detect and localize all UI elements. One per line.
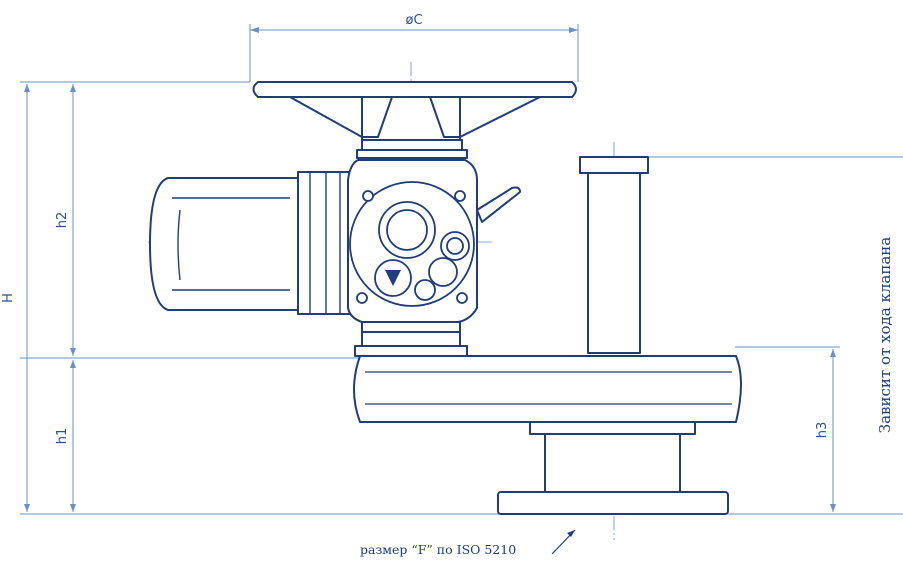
handwheel-rim: [252, 81, 577, 98]
output-stem: [587, 172, 641, 354]
gearbox-body: [353, 355, 742, 423]
motor-flange: [297, 171, 357, 315]
height-gearbox-label: h3: [815, 422, 830, 439]
motor-body: [149, 177, 299, 311]
height-upper-label: h2: [55, 212, 70, 229]
diameter-label: øC: [405, 13, 422, 28]
output-stem-cap: [579, 156, 649, 174]
height-total-label: H: [1, 293, 16, 303]
flange-size-note: размер “F” по ISO 5210: [360, 542, 516, 557]
handwheel-hub: [289, 96, 541, 141]
control-knob-lower: [428, 257, 458, 287]
output-flange: [497, 491, 729, 515]
height-lower-label: h1: [55, 428, 70, 445]
manual-lever: [476, 186, 521, 223]
control-knob-small: [414, 279, 436, 301]
valve-stroke-note: Зависит от хода клапана: [876, 237, 894, 434]
